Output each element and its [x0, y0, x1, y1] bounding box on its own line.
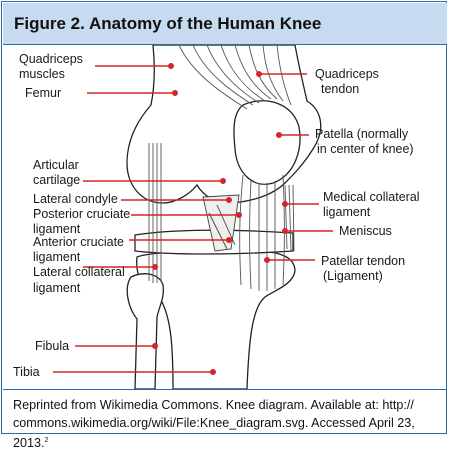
tibia-shape: [136, 250, 296, 390]
label-patella-line2: in center of knee): [317, 142, 414, 156]
figure-title: Figure 2. Anatomy of the Human Knee: [14, 14, 322, 33]
label-patellar-tendon: Patellar tendon: [321, 254, 405, 268]
label-lateral-collateral: Lateral collateral: [33, 265, 125, 279]
label-quadriceps-muscles: Quadriceps: [19, 52, 83, 66]
cruciate-ligaments: [202, 194, 240, 252]
quadriceps-fibres: [178, 44, 292, 110]
label-patella: Patella (normally: [315, 127, 409, 141]
label-medical-collateral-line2: ligament: [323, 205, 371, 219]
fibula-shape: [126, 273, 165, 390]
label-quadriceps-tendon: Quadriceps: [315, 67, 379, 81]
label-posterior-cruciate-line2: ligament: [33, 222, 81, 236]
label-anterior-cruciate-line2: ligament: [33, 250, 81, 264]
label-posterior-cruciate: Posterior cruciate: [33, 207, 130, 221]
label-anterior-cruciate: Anterior cruciate: [33, 235, 124, 249]
label-lateral-collateral-line2: ligament: [33, 281, 81, 295]
label-articular-cartilage-line2: cartilage: [33, 173, 80, 187]
leader-lines: [53, 62, 333, 375]
figure-caption: Reprinted from Wikimedia Commons. Knee d…: [3, 389, 447, 450]
label-lateral-condyle: Lateral condyle: [33, 192, 118, 206]
label-fibula: Fibula: [35, 339, 69, 353]
label-femur: Femur: [25, 86, 61, 100]
label-articular-cartilage: Articular: [33, 158, 79, 172]
caption-text: Reprinted from Wikimedia Commons. Knee d…: [13, 396, 439, 452]
label-medical-collateral: Medical collateral: [323, 190, 420, 204]
label-tibia: Tibia: [13, 365, 40, 379]
label-patellar-tendon-line2: (Ligament): [323, 269, 383, 283]
lateral-collateral-fibres: [148, 143, 162, 283]
figure-header: Figure 2. Anatomy of the Human Knee: [3, 3, 447, 45]
label-quadriceps-muscles-line2: muscles: [19, 67, 65, 81]
patella-shape: [233, 100, 301, 185]
medial-collateral-fibres: [284, 184, 295, 252]
label-quadriceps-tendon-line2: tendon: [321, 82, 359, 96]
knee-diagram: Quadriceps muscles Femur Articular carti…: [3, 44, 447, 390]
knee-illustration: Quadriceps muscles Femur Articular carti…: [13, 44, 420, 390]
caption-body: Reprinted from Wikimedia Commons. Knee d…: [13, 398, 415, 451]
caption-reference: 2: [44, 437, 49, 444]
label-meniscus: Meniscus: [339, 224, 392, 238]
